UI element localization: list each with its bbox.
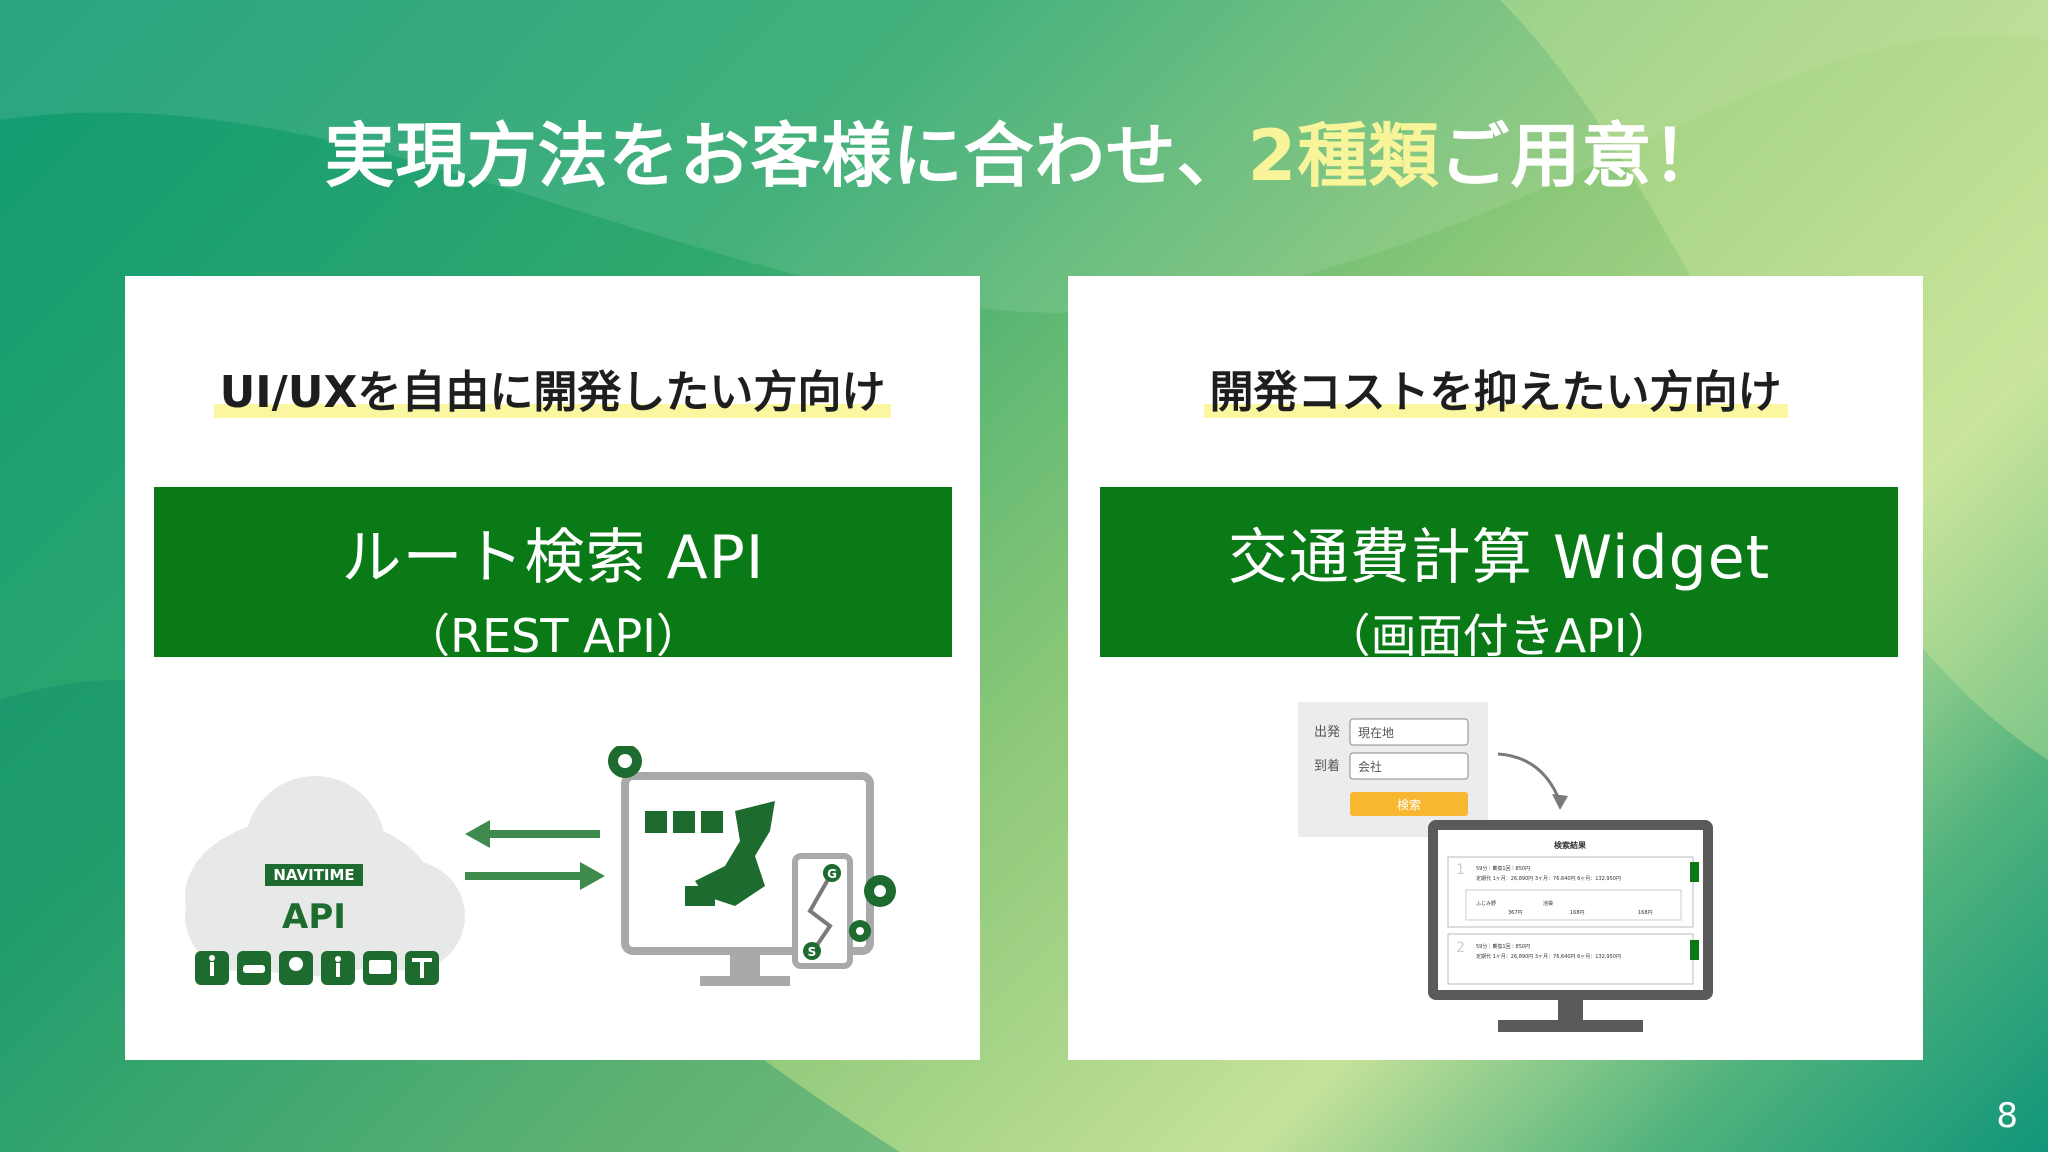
widget-illustration: 出発 現在地 到着 会社 検索 検索結果 1 59分｜乗換1回｜850円 定期代… xyxy=(1298,702,1713,1032)
slide-title: 実現方法をお客様に合わせ、2種類ご用意！ xyxy=(0,100,2048,201)
card-subtitle: UI/UXを自由に開発したい方向け xyxy=(125,356,980,420)
result1-summary: 59分｜乗換1回｜850円 xyxy=(1476,865,1530,872)
api-cloud: NAVITIME API xyxy=(185,776,465,985)
card-banner: 交通費計算 Widget （画面付きAPI） xyxy=(1100,487,1898,663)
data-exchange-arrows xyxy=(465,820,605,890)
search-button xyxy=(1350,792,1468,816)
result1-fare3: 168円 xyxy=(1638,910,1653,916)
arrival-input xyxy=(1349,752,1469,780)
card-subtitle: 開発コストを抑えたい方向け xyxy=(1068,356,1923,420)
result2-pass: 定期代 1ヶ月：26,890円 3ヶ月：76,640円 6ヶ月：132,950円 xyxy=(1476,953,1621,960)
result2-summary: 59分｜乗換1回｜850円 xyxy=(1476,943,1530,950)
route-api-illustration: NAVITIME API xyxy=(185,746,896,986)
curved-arrow-icon xyxy=(1497,752,1562,803)
card-banner: ルート検索 API （REST API） xyxy=(154,487,952,663)
arrival-label: 到着 xyxy=(1314,758,1340,774)
monitor-map-icon: G S xyxy=(621,772,874,986)
departure-value: 現在地 xyxy=(1358,726,1394,740)
result-number-1: 1 xyxy=(1456,862,1465,878)
card-subtitle-text: 開発コストを抑えたい方向け xyxy=(1203,367,1788,418)
widget-search-form: 出発 現在地 到着 会社 検索 xyxy=(1298,702,1488,837)
page-number: 8 xyxy=(1996,1096,2018,1136)
result1-fare1: 367円 xyxy=(1508,910,1523,916)
widget-monitor: 検索結果 1 59分｜乗換1回｜850円 定期代 1ヶ月：26,890円 3ヶ月… xyxy=(1428,820,1713,1032)
search-button-label: 検索 xyxy=(1397,798,1421,812)
card-subtitle-text: UI/UXを自由に開発したい方向け xyxy=(213,367,892,418)
result1-via: 池袋 xyxy=(1543,900,1553,907)
result-title: 検索結果 xyxy=(1554,840,1586,850)
gear-icon xyxy=(608,746,896,942)
departure-input xyxy=(1349,718,1469,746)
slide-title-text-end: ご用意！ xyxy=(1439,115,1724,197)
cloud-api-label: API xyxy=(282,897,346,937)
result-number-2: 2 xyxy=(1456,940,1465,956)
banner-title: ルート検索 API xyxy=(341,523,765,593)
result1-from: ふじみ野 xyxy=(1476,900,1496,907)
banner-subtitle: （REST API） xyxy=(404,609,702,663)
arrival-value: 会社 xyxy=(1358,759,1382,774)
route-search-api-card: UI/UXを自由に開発したい方向け ルート検索 API （REST API） N… xyxy=(125,276,980,1060)
start-marker: S xyxy=(808,945,817,959)
result1-pass: 定期代 1ヶ月：26,890円 3ヶ月：76,640円 6ヶ月：132,950円 xyxy=(1476,875,1621,882)
slide-title-text: 実現方法をお客様に合わせ、 xyxy=(324,115,1248,197)
goal-marker: G xyxy=(827,867,837,881)
cloud-brand-label: NAVITIME xyxy=(273,866,354,884)
widget-card: 開発コストを抑えたい方向け 交通費計算 Widget （画面付きAPI） 出発 … xyxy=(1068,276,1923,1060)
result1-fare2: 168円 xyxy=(1570,910,1585,916)
banner-title: 交通費計算 Widget xyxy=(1227,523,1771,593)
departure-label: 出発 xyxy=(1314,725,1340,740)
banner-subtitle: （画面付きAPI） xyxy=(1324,609,1674,663)
slide-title-highlight: 2種類 xyxy=(1247,115,1440,197)
